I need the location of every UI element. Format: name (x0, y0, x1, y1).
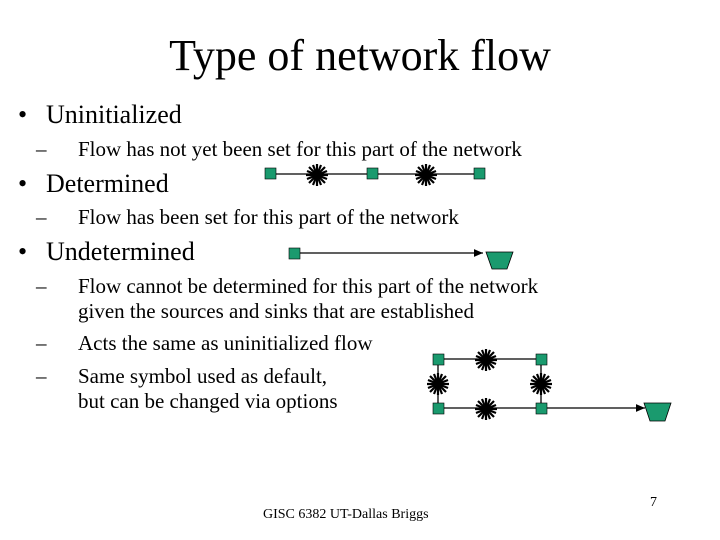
square-node-icon (535, 402, 548, 415)
bullet-dot: • (18, 237, 28, 266)
sub-text-continued: given the sources and sinks that are est… (78, 299, 474, 323)
square-node-icon (473, 167, 486, 180)
asterisk-star-icon (426, 372, 450, 396)
bullet-undetermined: • Undetermined (18, 237, 195, 267)
sub-dash: – (36, 331, 47, 355)
sub-text: Same symbol used as default, (78, 364, 328, 388)
undetermined-flow-diagram (426, 348, 672, 422)
asterisk-star-icon (305, 163, 329, 187)
sub-dash: – (36, 364, 47, 388)
slide-title: Type of network flow (169, 31, 551, 80)
sub-dash: – (36, 205, 47, 229)
sub-text: Flow has not yet been set for this part … (78, 137, 522, 161)
square-node-icon (288, 247, 301, 260)
bullet-determined: • Determined (18, 169, 169, 199)
asterisk-star-icon (474, 348, 498, 372)
sub-text-continued: but can be changed via options (78, 389, 338, 413)
sub-text: Flow cannot be determined for this part … (78, 274, 539, 298)
square-node-icon (432, 402, 445, 415)
bullet-uninitialized: • Uninitialized (18, 100, 182, 130)
bullet-text: Determined (46, 169, 169, 198)
sub-dash: – (36, 274, 47, 298)
sub-dash: – (36, 137, 47, 161)
sub-bullet-determined-1: – Flow has been set for this part of the … (36, 205, 459, 230)
trapezoid-sink-icon (485, 251, 514, 270)
bullet-dot: • (18, 169, 28, 198)
uninitialized-flow-diagram (264, 163, 486, 187)
bullet-dot: • (18, 100, 28, 129)
square-node-icon (432, 353, 445, 366)
asterisk-star-icon (529, 372, 553, 396)
sub-text: Acts the same as uninitialized flow (78, 331, 373, 355)
determined-flow-diagram (288, 247, 514, 270)
asterisk-star-icon (414, 163, 438, 187)
square-node-icon (366, 167, 379, 180)
bullet-text: Uninitialized (46, 100, 182, 129)
square-node-icon (264, 167, 277, 180)
sub-bullet-undetermined-3: – Same symbol used as default, but can be… (36, 364, 338, 414)
sub-bullet-undetermined-2: – Acts the same as uninitialized flow (36, 331, 373, 356)
footer-text: GISC 6382 UT-Dallas Briggs (263, 507, 429, 522)
page-number: 7 (650, 495, 657, 510)
trapezoid-sink-icon (643, 402, 672, 422)
square-node-icon (535, 353, 548, 366)
asterisk-star-icon (474, 397, 498, 421)
sub-text: Flow has been set for this part of the n… (78, 205, 459, 229)
sub-bullet-uninitialized-1: – Flow has not yet been set for this part… (36, 137, 522, 162)
sub-bullet-undetermined-1: – Flow cannot be determined for this part… (36, 274, 538, 324)
bullet-text: Undetermined (46, 237, 195, 266)
